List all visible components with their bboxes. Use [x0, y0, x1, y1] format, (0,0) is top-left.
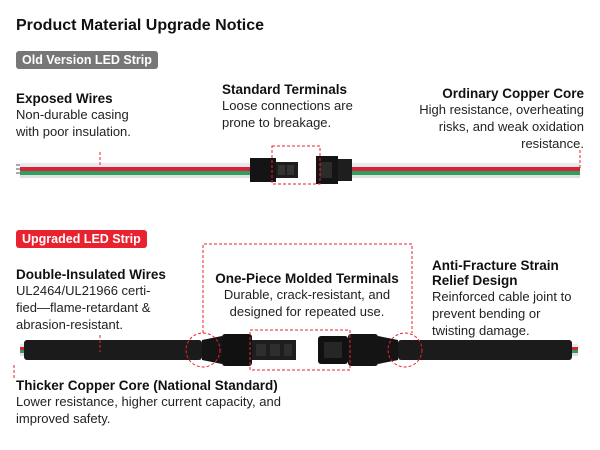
callout-text: abrasion-resistant. — [16, 317, 123, 332]
new-right-molded-connector — [318, 334, 398, 366]
old-leader-lines — [99, 145, 581, 185]
old-version-tag: Old Version LED Strip — [16, 51, 158, 69]
callout-text: Loose connections are — [222, 98, 353, 113]
callout-strain-relief: Anti-Fracture Strain Relief Design Reinf… — [432, 258, 571, 339]
callout-title: One-Piece Molded Terminals — [215, 271, 399, 286]
new-right-cable — [398, 340, 578, 360]
old-right-wires — [352, 163, 580, 178]
callout-text: Non-durable casing — [16, 107, 129, 122]
callout-ordinary-copper: Ordinary Copper Core High resistance, ov… — [380, 86, 584, 152]
callout-text: fied—flame-retardant & — [16, 300, 151, 315]
callout-text: risks, and weak oxidation — [438, 119, 584, 134]
callout-text: prevent bending or — [432, 306, 541, 321]
new-leader-lines — [13, 243, 423, 380]
old-left-connector — [250, 158, 298, 182]
page-title: Product Material Upgrade Notice — [16, 17, 265, 34]
old-right-connector — [316, 156, 352, 184]
old-left-wires — [16, 163, 250, 178]
callout-molded-terminals: One-Piece Molded Terminals Durable, crac… — [206, 271, 408, 320]
callout-title: Standard Terminals — [222, 82, 348, 97]
callout-text: twisting damage. — [432, 323, 530, 338]
callout-text: resistance. — [521, 136, 584, 151]
callout-title: Double-Insulated Wires — [16, 267, 166, 282]
callout-text: designed for repeated use. — [229, 304, 385, 319]
callout-title: Anti-Fracture Strain — [432, 258, 559, 273]
callout-text: Durable, crack-resistant, and — [223, 287, 391, 302]
callout-text: UL2464/UL21966 certi- — [16, 283, 151, 298]
callout-text: prone to breakage. — [222, 115, 332, 130]
callout-text: Reinforced cable joint to — [432, 289, 572, 304]
callout-text: High resistance, overheating — [419, 102, 584, 117]
upgraded-tag: Upgraded LED Strip — [16, 230, 147, 248]
callout-standard-terminals: Standard Terminals Loose connections are… — [222, 82, 353, 131]
callout-title: Relief Design — [432, 273, 518, 288]
callout-text: with poor insulation. — [16, 124, 131, 139]
callout-title: Ordinary Copper Core — [442, 86, 584, 101]
new-left-cable — [20, 340, 202, 360]
callout-text: improved safety. — [16, 411, 111, 426]
callout-title: Thicker Copper Core (National Standard) — [16, 378, 278, 393]
new-left-molded-connector — [202, 334, 296, 366]
callout-exposed-wires: Exposed Wires Non-durable casing with po… — [16, 91, 131, 140]
callout-thicker-copper: Thicker Copper Core (National Standard) … — [16, 378, 281, 427]
callout-text: Lower resistance, higher current capacit… — [16, 394, 281, 409]
callout-title: Exposed Wires — [16, 91, 113, 106]
callout-double-insulated: Double-Insulated Wires UL2464/UL21966 ce… — [16, 267, 166, 333]
